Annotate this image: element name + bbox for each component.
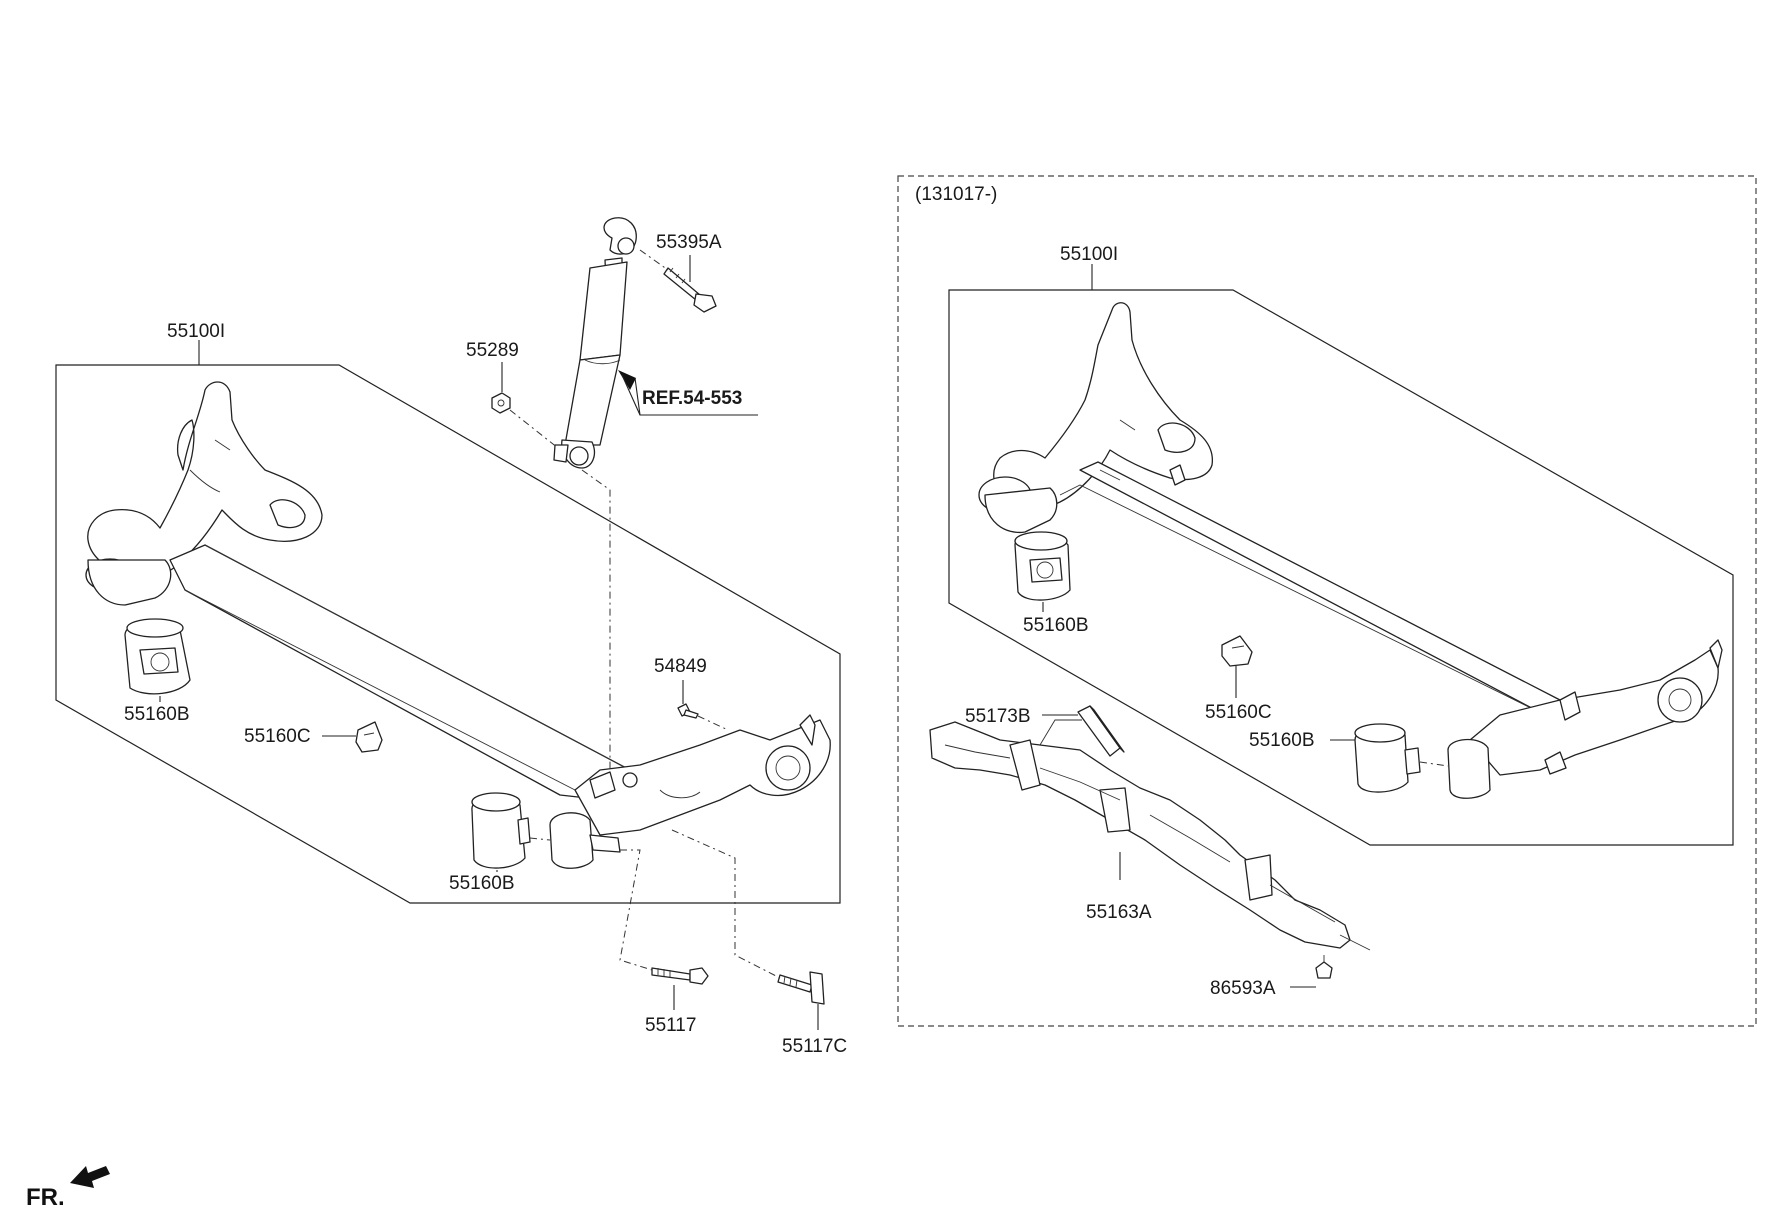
front-arrow-icon: [70, 1166, 110, 1188]
left-ref-arrow: [618, 370, 758, 416]
left-stopper: [355, 721, 383, 753]
label-left-55117c: 55117C: [782, 1036, 847, 1057]
label-front: FR.: [26, 1184, 65, 1211]
right-frame-box: [948, 289, 1734, 846]
right-bushing-right: [1354, 723, 1421, 793]
left-bolt-54849-guide: [697, 715, 729, 731]
label-right-stopper: 55160C: [1205, 702, 1272, 723]
right-clip: [1315, 955, 1333, 979]
right-bushing-left: [1014, 531, 1071, 601]
left-bolt-55395a-guide: [639, 249, 669, 271]
right-beam-end-bushing: [1447, 738, 1491, 799]
left-bolt-55117-guide: [619, 849, 653, 971]
left-bolt-54849: [677, 703, 699, 719]
right-cover-bracket-link: [1039, 719, 1082, 746]
label-right-cover-bracket: 55173B: [965, 706, 1031, 727]
left-frame-box: [55, 364, 841, 904]
left-bushing-lower: [471, 792, 531, 869]
left-bushing-upper: [124, 618, 191, 695]
label-right-under-cover: 55163A: [1086, 902, 1152, 923]
right-cover-bracket: [1077, 705, 1125, 757]
label-right-bush-left: 55160B: [1023, 615, 1089, 636]
label-left-bush-up: 55160B: [124, 704, 190, 725]
label-ref: REF.54-553: [642, 388, 742, 409]
front-indicator: FR.: [26, 1166, 110, 1211]
left-nut-guide: [509, 409, 559, 449]
right-stopper: [1221, 635, 1253, 667]
left-bolt-55117: [651, 967, 709, 985]
left-assembly: 55100I 55395A 55289 REF.54-553 55160B 55…: [55, 217, 847, 1057]
left-torsion-beam: [85, 381, 831, 836]
right-torsion-beam: [978, 302, 1723, 776]
left-bolt-55117c-guide: [671, 829, 781, 979]
label-left-54849: 54849: [654, 656, 707, 677]
label-right-bush-right: 55160B: [1249, 730, 1315, 751]
label-left-55289: 55289: [466, 340, 519, 361]
left-bolt-55395a: [663, 267, 717, 313]
label-left-55117: 55117: [645, 1015, 696, 1036]
left-nut-55289: [491, 392, 511, 414]
label-left-bush-low: 55160B: [449, 873, 515, 894]
left-beam-end-bushing: [549, 812, 621, 869]
left-shock-absorber: [553, 217, 637, 469]
left-bolt-55117c: [777, 971, 825, 1005]
label-left-stopper: 55160C: [244, 726, 311, 747]
right-bushing-guide: [1419, 761, 1449, 767]
label-right-torsion-beam: 55100I: [1060, 244, 1118, 265]
right-under-cover: [929, 721, 1371, 951]
right-dashed-frame: [897, 175, 1757, 1027]
label-date-range: (131017-): [915, 184, 997, 205]
left-shock-mount-guide: [581, 469, 611, 770]
label-left-55395a: 55395A: [656, 232, 722, 253]
right-assembly: (131017-): [897, 175, 1757, 1027]
left-bushing-guide: [529, 837, 551, 841]
label-left-torsion-beam: 55100I: [167, 321, 225, 342]
label-right-clip: 86593A: [1210, 978, 1276, 999]
